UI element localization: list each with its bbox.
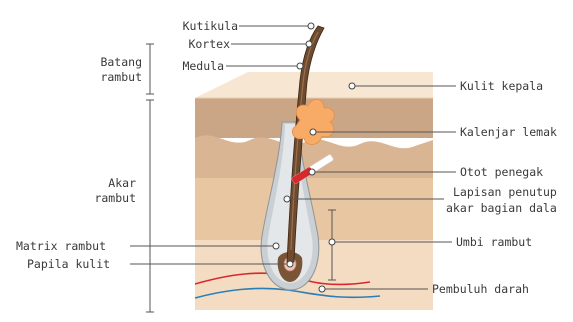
label-kutikula: Kutikula: [183, 19, 238, 33]
skin-top-surface: [195, 72, 433, 98]
label-batang-1: Batang: [100, 55, 142, 69]
label-matrix: Matrix rambut: [16, 239, 106, 253]
label-akar-1: Akar: [108, 176, 136, 190]
label-lapisan-1: Lapisan penutup: [453, 185, 557, 199]
label-medula: Medula: [182, 59, 224, 73]
label-pembuluh: Pembuluh darah: [432, 282, 529, 296]
label-kortex: Kortex: [188, 37, 230, 51]
label-umbi: Umbi rambut: [456, 235, 532, 249]
left-brackets: [146, 44, 154, 312]
label-akar-2: rambut: [94, 191, 136, 205]
label-lapisan-2: akar bagian dala: [446, 201, 557, 215]
label-kelenjar: Kalenjar lemak: [460, 125, 557, 139]
label-batang-2: rambut: [100, 70, 142, 84]
label-otot: Otot penegak: [460, 165, 543, 179]
label-kulit-kepala: Kulit kepala: [460, 79, 543, 93]
label-papila: Papila kulit: [27, 257, 110, 271]
